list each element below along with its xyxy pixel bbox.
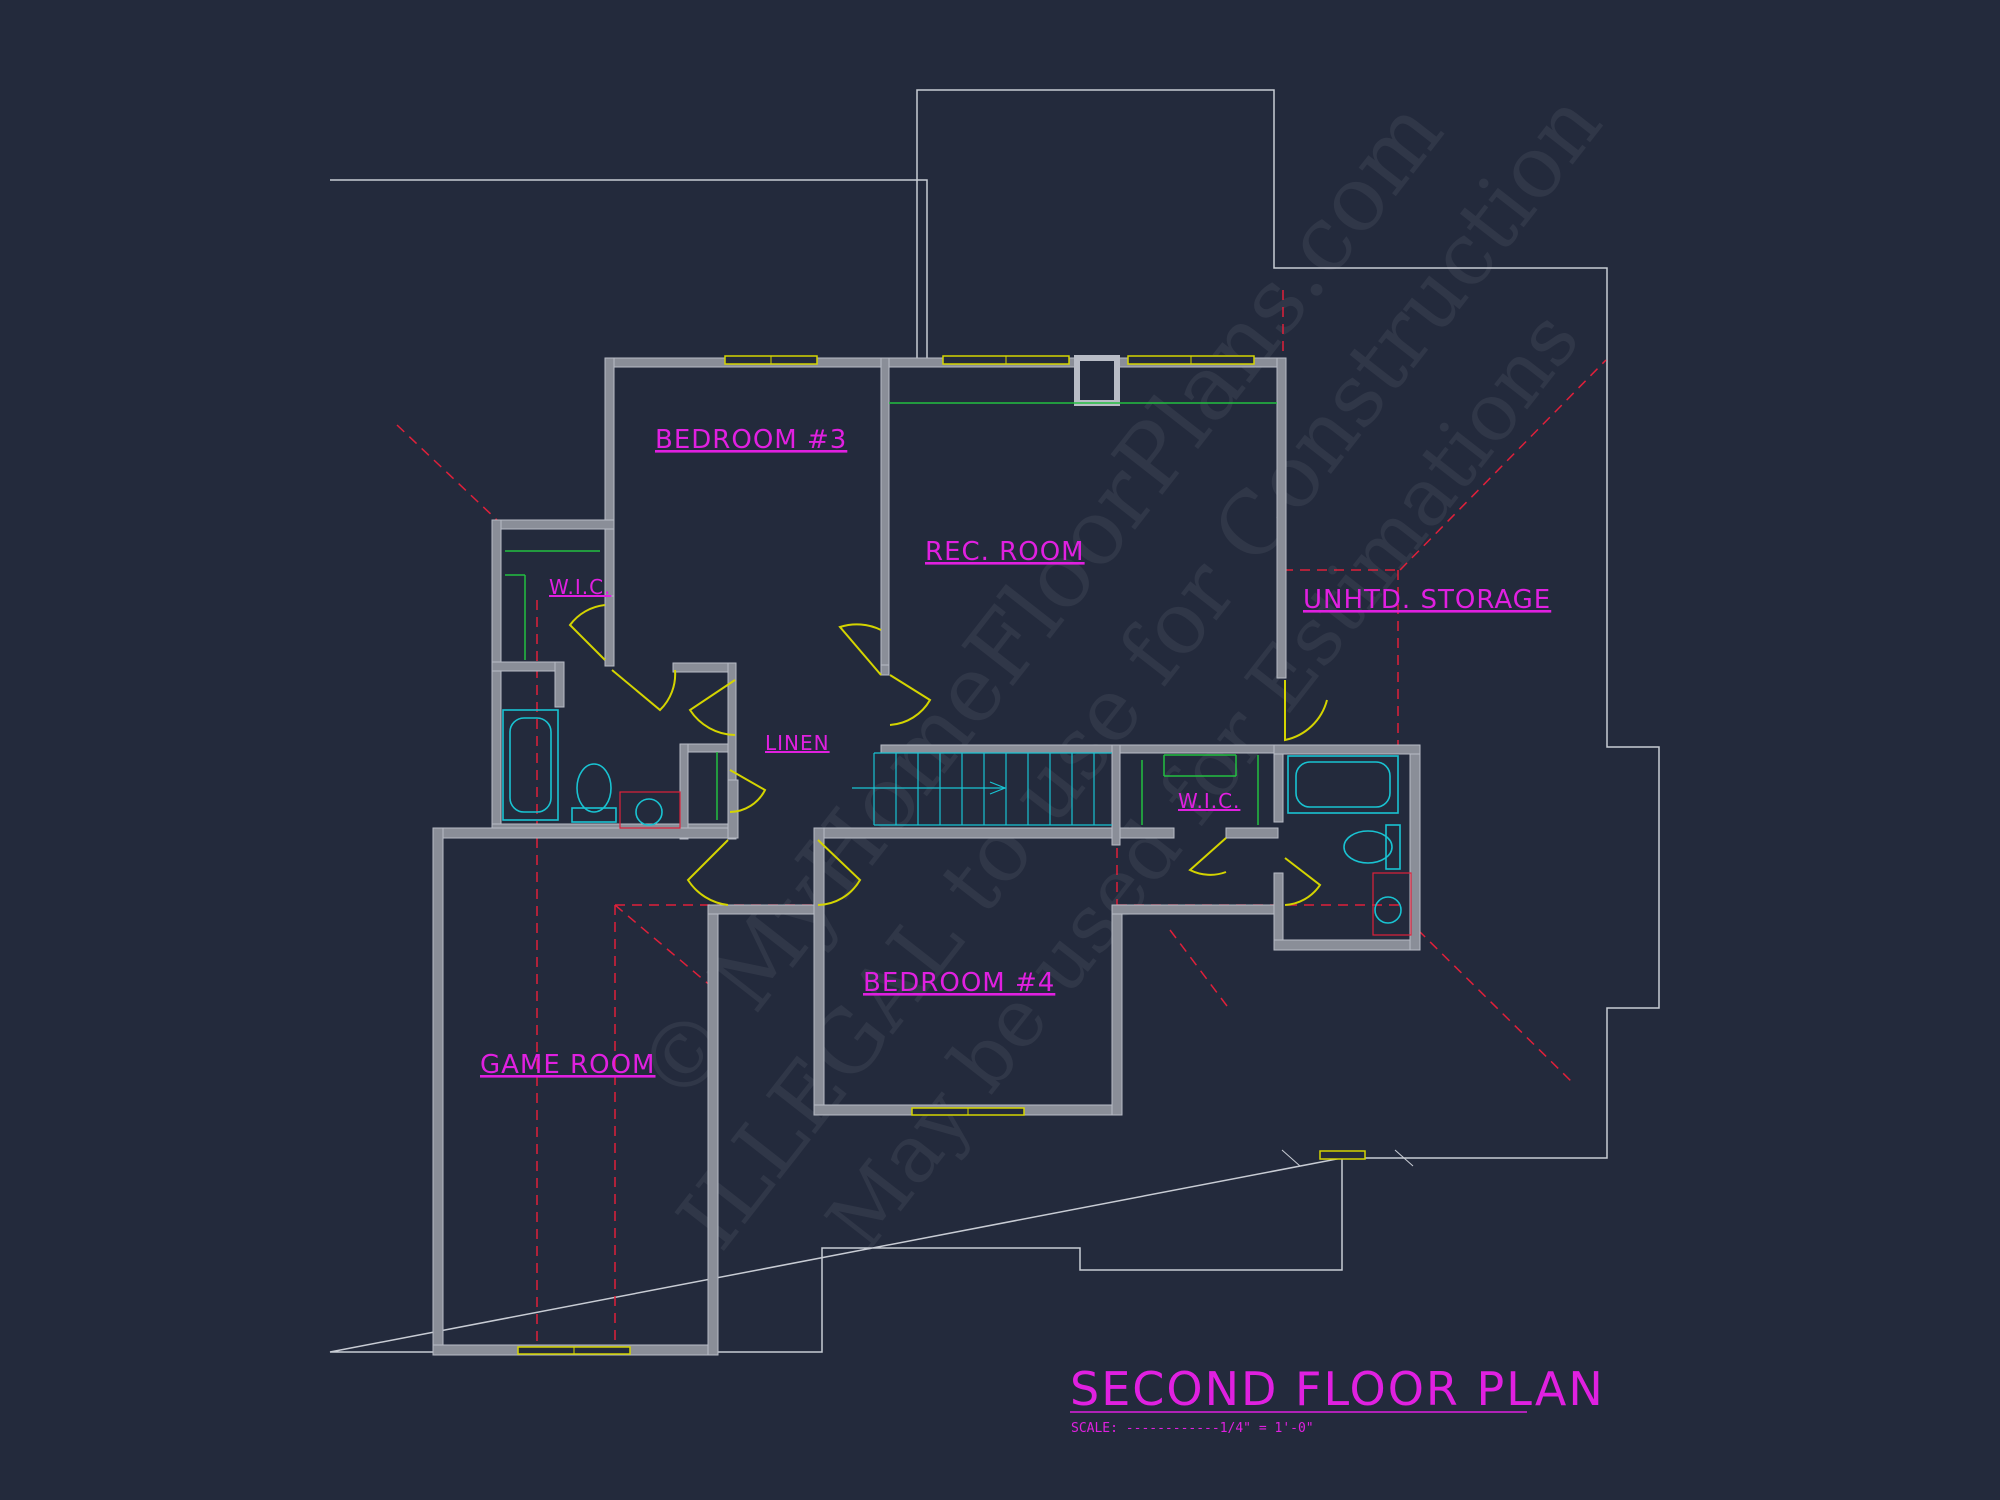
closet-shelves xyxy=(505,402,1277,825)
bathtub-right xyxy=(1287,755,1399,814)
lavatory-left xyxy=(635,798,663,826)
label-bedroom-3: BEDROOM #3 xyxy=(655,425,847,455)
window-storage xyxy=(1319,1150,1366,1160)
bathtub-left-basin xyxy=(509,717,552,813)
bathtub-right-basin xyxy=(1295,761,1391,808)
toilet-right-bowl xyxy=(1343,830,1393,864)
label-rec-room: REC. ROOM xyxy=(925,537,1085,567)
stair xyxy=(852,752,1112,826)
label-linen: LINEN xyxy=(765,731,830,755)
lavatory-right xyxy=(1374,896,1402,924)
roof-outline xyxy=(329,89,1660,1353)
doors xyxy=(568,604,1328,906)
label-bedroom-4: BEDROOM #4 xyxy=(863,968,1055,998)
label-wic-right: W.I.C. xyxy=(1178,789,1240,813)
plan-title: SECOND FLOOR PLAN xyxy=(1070,1362,1605,1416)
toilet-left-tank xyxy=(571,807,617,823)
title-block: SECOND FLOOR PLAN SCALE: ------------1/4… xyxy=(1070,1362,1605,1436)
toilet-left-bowl xyxy=(576,763,612,813)
watermark-line-2: ILLEGAL to use for Construction xyxy=(659,75,1621,1268)
toilet-right-tank xyxy=(1385,824,1401,870)
plumbing-fixtures xyxy=(502,709,1402,924)
plan-scale: SCALE: ------------1/4" = 1'-0" xyxy=(1071,1421,1314,1436)
label-game-room: GAME ROOM xyxy=(480,1050,656,1080)
bathtub-left xyxy=(502,709,559,821)
label-wic-left: W.I.C. xyxy=(549,575,611,599)
room-labels: BEDROOM #3 REC. ROOM UNHTD. STORAGE W.I.… xyxy=(480,425,1551,1080)
label-unheated-storage: UNHTD. STORAGE xyxy=(1303,585,1551,615)
